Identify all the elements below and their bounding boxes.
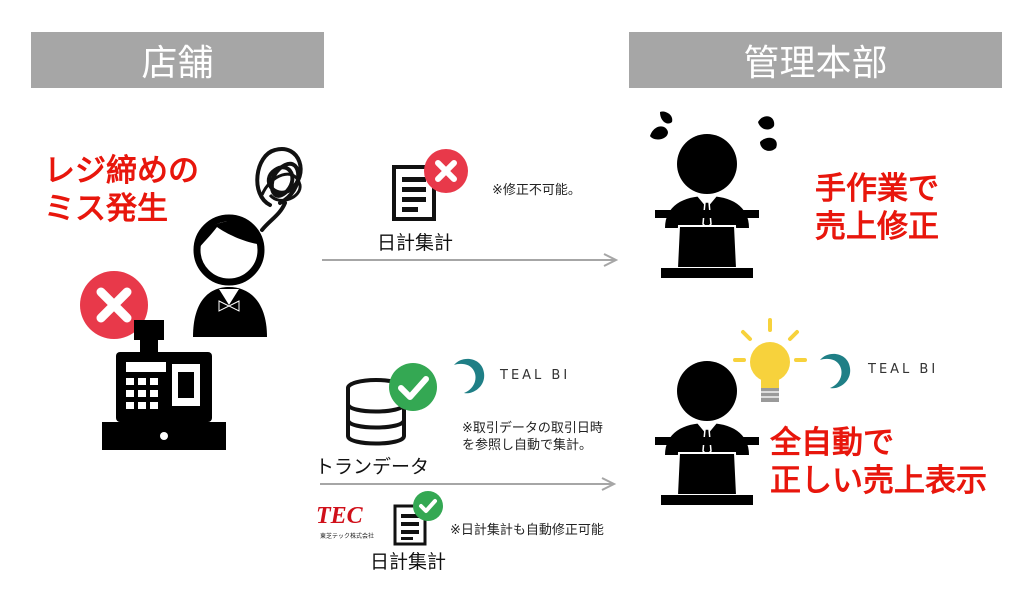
manager-laptop-icon xyxy=(655,134,759,278)
top-arrow xyxy=(322,253,619,267)
bottom-document-icon xyxy=(393,504,427,546)
tec-logo: TEC xyxy=(316,503,363,529)
hq-bottom-manager-laptop-icon xyxy=(655,361,759,505)
store-header-label: 店舗 xyxy=(141,43,214,84)
tealbi-swirl-icon xyxy=(454,358,485,394)
hq-header: 管理本部 xyxy=(629,32,1002,88)
sweat-drops-icon xyxy=(650,111,777,151)
bottom-note: ※取引データの取引日時 を参照し自動で集計。 xyxy=(462,420,603,454)
hq-tealbi-swirl-icon xyxy=(820,353,851,389)
top-doc-label: 日計集計 xyxy=(377,232,454,254)
hq-bottom-line1: 全自動で xyxy=(770,425,894,461)
top-note: ※修正不可能。 xyxy=(492,183,581,198)
hq-tealbi-logo-text: TEAL BI xyxy=(868,362,939,377)
cashier-person-icon xyxy=(193,214,267,337)
hq-top-text: 手作業で 売上修正 xyxy=(815,170,939,246)
document-error-x-icon xyxy=(424,149,468,193)
hq-top-line2: 売上修正 xyxy=(815,209,939,245)
bottom-arrow xyxy=(320,477,617,491)
hq-header-label: 管理本部 xyxy=(743,43,888,84)
lightbulb-icon xyxy=(733,318,807,402)
bottom-check-icon xyxy=(413,491,443,521)
tec-sub: 東芝テック株式会社 xyxy=(320,533,375,540)
store-error-line1: レジ締めの xyxy=(44,153,199,189)
hq-bottom-line2: 正しい売上表示 xyxy=(770,463,987,499)
bottom-note-line2: を参照し自動で集計。 xyxy=(462,438,593,453)
bottom-note-line1: ※取引データの取引日時 xyxy=(462,421,603,436)
tealbi-logo-text: TEAL BI xyxy=(500,368,571,383)
store-error-line2: ミス発生 xyxy=(44,191,168,227)
error-x-icon xyxy=(80,271,148,339)
bottom-doc-label: 日計集計 xyxy=(370,551,447,573)
store-header: 店舗 xyxy=(31,32,324,88)
store-error-text: レジ締めの ミス発生 xyxy=(44,152,199,228)
db-label: トランデータ xyxy=(315,456,430,478)
check-icon xyxy=(389,363,437,411)
scribble-icon xyxy=(255,147,303,232)
cash-register-icon xyxy=(102,320,226,450)
hq-bottom-text: 全自動で 正しい売上表示 xyxy=(770,424,987,500)
hq-top-line1: 手作業で xyxy=(815,171,939,207)
bottom-doc-note: ※日計集計も自動修正可能 xyxy=(450,523,604,538)
